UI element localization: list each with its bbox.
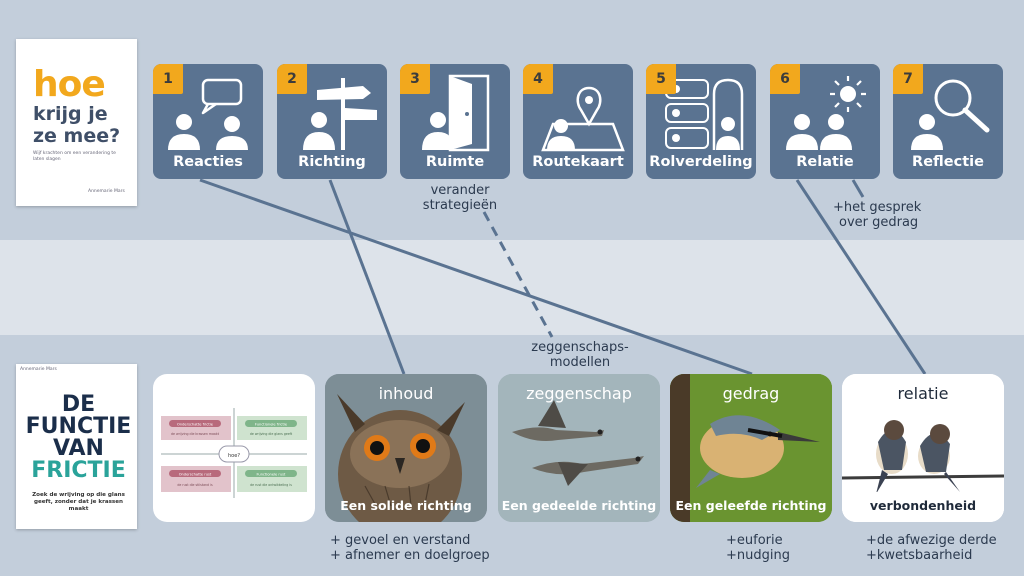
speech-bubble-people-icon <box>168 78 248 150</box>
matrix-center-label: hoe? <box>228 453 240 459</box>
book-subtitle: Zoek de wrijving op die glans geeft, zon… <box>32 492 125 512</box>
note-strategies: verander strategieën <box>405 183 515 213</box>
step-number: 6 <box>770 64 800 94</box>
step-label: Routekaart <box>532 154 624 170</box>
owl-picture <box>325 374 487 522</box>
card-title: gedrag <box>722 384 780 403</box>
note-line: over gedrag <box>839 215 919 230</box>
note-line: +kwetsbaarheid <box>866 548 973 563</box>
card-caption: Een gedeelde richting <box>501 498 657 513</box>
step-tile-richting[interactable]: 2 Richting <box>277 64 387 179</box>
step-number: 7 <box>893 64 923 94</box>
note-content: + gevoel en verstand + afnemer en doelgr… <box>330 533 490 563</box>
card-inhoud: inhoud Een solide richting <box>325 374 487 522</box>
note-line: strategieën <box>422 198 498 213</box>
step-tile-rolverdeling[interactable]: 5 Rolverdeling <box>646 64 756 179</box>
sun-people-icon <box>786 76 866 150</box>
step-tile-routekaart[interactable]: 4 Routekaart <box>523 64 633 179</box>
connector-reacties-gedrag <box>199 178 753 376</box>
magnifier-person-icon <box>911 79 990 150</box>
step-label: Reacties <box>173 154 243 170</box>
book-title-line2: krijg je <box>33 103 108 125</box>
matrix-q1: Onderschatte frictie <box>177 423 214 427</box>
book-title-line2: FUNCTIE <box>25 414 132 439</box>
swallows-picture <box>842 374 1004 522</box>
connector-richting-inhoud <box>328 179 406 375</box>
note-behaviour: +euforie +nudging <box>726 533 790 563</box>
card-zeggenschap: zeggenschap Een gedeelde richting <box>498 374 660 522</box>
note-line: zeggenschaps- <box>531 340 629 355</box>
matrix-q4-sub: de rust die ontwikkeling is <box>250 483 292 487</box>
step-label: Richting <box>298 154 366 170</box>
matrix-q4: Functionele rust <box>257 473 286 477</box>
note-conversation: +het gesprek over gedrag <box>833 200 921 230</box>
note-line: modellen <box>549 355 611 370</box>
step-label: Reflectie <box>912 154 984 170</box>
note-line: +euforie <box>726 533 783 548</box>
open-door-person-icon <box>422 74 490 152</box>
note-ownership-models: zeggenschaps- modellen <box>520 340 640 370</box>
note-line: verander <box>430 183 490 198</box>
nuthatch-picture <box>670 374 832 522</box>
step-number: 5 <box>646 64 676 94</box>
matrix-q3: Onderschatte rust <box>179 473 212 477</box>
book-title-line4: FRICTIE <box>31 458 126 483</box>
note-line: + afnemer en doelgroep <box>330 548 490 563</box>
note-line: +de afwezige derde <box>866 533 997 548</box>
step-tile-ruimte[interactable]: 3 Ruimte <box>400 64 510 179</box>
connector-relatie-relatie <box>795 179 927 375</box>
note-line: +het gesprek <box>833 200 922 215</box>
role-cards-icon <box>665 78 744 150</box>
book-title-line1: hoe <box>33 64 106 105</box>
card-relatie: relatie verbondenheid <box>842 374 1004 522</box>
step-label: Rolverdeling <box>649 154 753 170</box>
card-gedrag: gedrag Een geleefde richting <box>670 374 832 522</box>
step-tile-relatie[interactable]: 6 Relatie <box>770 64 880 179</box>
card-title: zeggenschap <box>526 384 632 403</box>
step-number: 4 <box>523 64 553 94</box>
card-caption: Een solide richting <box>340 498 472 513</box>
matrix-q1-sub: de wrijving die krassen maakt <box>171 432 220 436</box>
book-subtitle: Wijf krachten om een verandering te late… <box>33 151 116 162</box>
book-author: Annemarie Mars <box>88 189 125 194</box>
step-number: 1 <box>153 64 183 94</box>
matrix-q2: Functionele frictie <box>255 423 288 427</box>
card-title: relatie <box>897 384 949 403</box>
step-label: Ruimte <box>425 154 485 170</box>
book-cover-hoe-krijg-je-ze-mee: hoe krijg je ze mee? Wijf krachten om ee… <box>16 39 137 206</box>
geese-picture <box>498 374 660 522</box>
book-title-line3: VAN <box>53 436 104 461</box>
card-title: inhoud <box>378 384 434 403</box>
signpost-person-icon <box>303 78 377 150</box>
step-number: 2 <box>277 64 307 94</box>
note-line: +nudging <box>726 548 790 563</box>
card-caption: verbondenheid <box>869 498 977 513</box>
book-author: Annemarie Mars <box>20 367 57 372</box>
matrix-q3-sub: de rust die stilstand is <box>177 483 213 487</box>
book-cover-functie-van-frictie: Annemarie Mars DE FUNCTIE VAN FRICTIE Zo… <box>16 364 137 529</box>
note-relation: +de afwezige derde +kwetsbaarheid <box>866 533 997 563</box>
friction-matrix-card: hoe? Onderschatte frictie Functionele fr… <box>153 374 315 522</box>
friction-matrix: hoe? Onderschatte frictie Functionele fr… <box>161 408 307 498</box>
matrix-q2-sub: de wrijving die glans geeft <box>250 432 293 436</box>
connector-relatie-gesprek <box>851 179 865 198</box>
step-tile-reacties[interactable]: 1 Reacties <box>153 64 263 179</box>
book-title-line1: DE <box>61 392 96 417</box>
card-caption: Een geleefde richting <box>675 498 827 513</box>
middle-band <box>0 240 1024 335</box>
book-title-line3: ze mee? <box>33 125 121 147</box>
step-label: Relatie <box>796 154 854 170</box>
step-number: 3 <box>400 64 430 94</box>
note-line: + gevoel en verstand <box>330 533 471 548</box>
map-pin-icon <box>541 86 625 152</box>
step-tile-reflectie[interactable]: 7 Reflectie <box>893 64 1003 179</box>
connector-strategieen-zeggenschap <box>482 211 554 338</box>
